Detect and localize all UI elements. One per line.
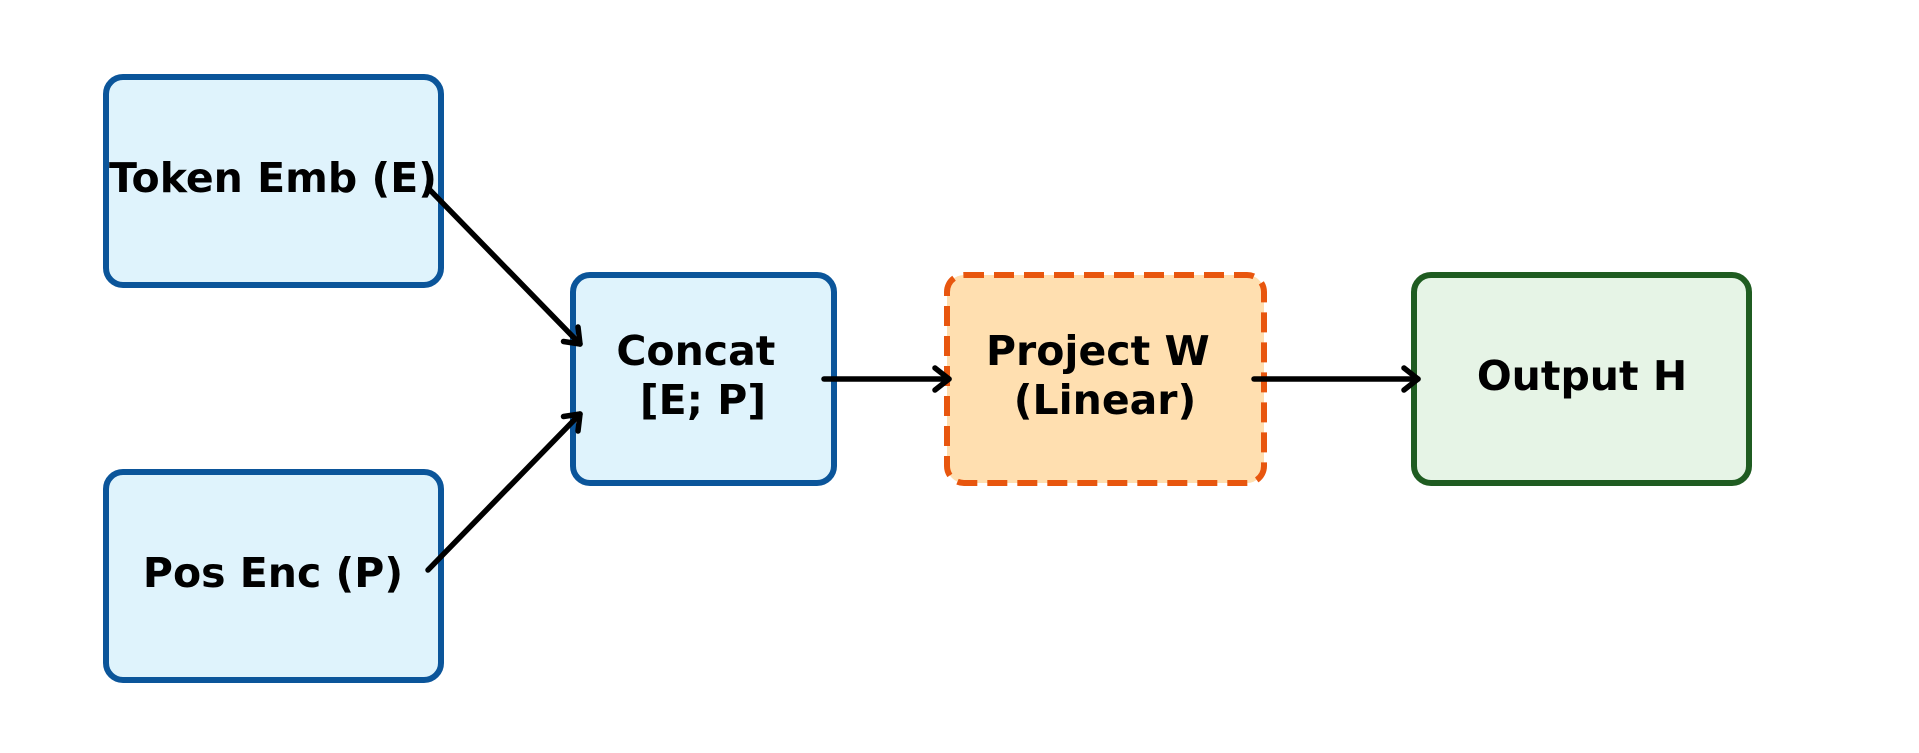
node-project-line-2: (Linear) — [1014, 376, 1197, 424]
node-project: Project W (Linear) — [944, 272, 1267, 486]
edge-pos-enc-to-concat — [425, 411, 583, 573]
node-project-label: Project W (Linear) — [986, 327, 1224, 424]
edge-concat-to-project — [821, 365, 952, 393]
node-pos-enc: Pos Enc (P) — [103, 469, 444, 683]
edge-pos-enc-to-concat-arrowhead — [560, 411, 583, 434]
edge-token-emb-to-concat — [425, 185, 583, 347]
node-token-emb-line-1: Token Emb (E) — [109, 154, 437, 202]
edge-project-to-output-arrowhead — [1401, 365, 1421, 393]
node-token-emb-box — [103, 74, 444, 288]
node-output-line-1: Output H — [1477, 352, 1687, 400]
node-concat-label: Concat [E; P] — [616, 327, 789, 424]
node-pos-enc-line-1: Pos Enc (P) — [143, 549, 403, 597]
edge-pos-enc-to-concat-line — [425, 411, 583, 573]
node-pos-enc-label: Pos Enc (P) — [143, 549, 403, 597]
edge-token-emb-to-concat-arrowhead — [560, 324, 583, 347]
node-concat: Concat [E; P] — [570, 272, 837, 486]
edge-token-emb-to-concat-line — [425, 185, 583, 347]
node-token-emb: Token Emb (E) — [103, 74, 444, 288]
node-project-line-1: Project W — [986, 327, 1210, 375]
node-output: Output H — [1411, 272, 1752, 486]
node-concat-line-2: [E; P] — [640, 376, 766, 424]
node-output-label: Output H — [1477, 352, 1687, 400]
edge-concat-to-project-arrowhead — [932, 365, 952, 393]
node-token-emb-label: Token Emb (E) — [109, 154, 437, 202]
edge-project-to-output — [1251, 365, 1421, 393]
node-pos-enc-box — [103, 469, 444, 683]
node-concat-line-1: Concat — [616, 327, 775, 375]
